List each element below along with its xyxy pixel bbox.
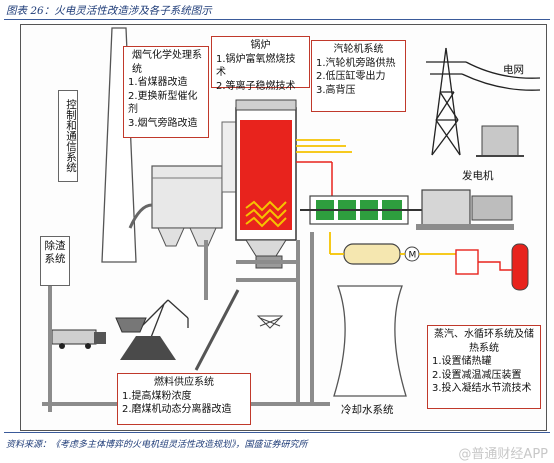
heat-exchanger xyxy=(245,200,287,228)
storage-line xyxy=(478,261,512,271)
flue-duct xyxy=(128,203,153,229)
boiler-item-1: 1.锅炉富氧燃烧技术 xyxy=(216,53,296,79)
flue-item-2: 2.更换新型催化剂 xyxy=(128,90,198,116)
flue-item-3: 3.烟气旁路改造 xyxy=(128,117,198,129)
furnace-top xyxy=(235,99,297,111)
source-rule xyxy=(4,432,550,433)
coal-pile xyxy=(120,336,176,360)
steam-item-1: 1.设置储热罐 xyxy=(432,356,492,367)
boiler-duct xyxy=(221,121,237,193)
hot-lines xyxy=(296,161,333,196)
boiler-item-2: 2.等离子稳燃技术 xyxy=(216,80,296,92)
crane-hopper xyxy=(115,317,147,333)
slag-removal-label: 除渣系统 xyxy=(40,236,70,286)
boiler-box: 锅炉 1.锅炉富氧燃烧技术 2.等离子稳燃技术 xyxy=(211,36,310,92)
turbine-system-box: 汽轮机系统 1.汽轮机旁路供热 2.低压缸零出力 3.高背压 xyxy=(311,40,406,112)
fuel-supply-box: 燃料供应系统 1.提高煤粉浓度 2.磨煤机动态分离器改造 xyxy=(117,373,251,425)
turbine-item-2: 2.低压缸零出力 xyxy=(316,71,386,82)
condenser xyxy=(343,243,401,265)
precipitator xyxy=(151,165,223,229)
precipitator-hopper-left xyxy=(157,227,185,247)
storage-tank xyxy=(511,243,529,291)
turbine xyxy=(300,195,422,225)
flue-item-1: 1.省煤器改造 xyxy=(128,77,188,88)
exciter xyxy=(471,195,513,221)
fuel-item-2: 2.磨煤机动态分离器改造 xyxy=(122,404,232,415)
steam-item-2: 2.设置减温减压装置 xyxy=(432,369,522,381)
turbine-item-1: 1.汽轮机旁路供热 xyxy=(316,57,396,69)
grid-label: 电网 xyxy=(503,64,524,76)
transformer xyxy=(481,125,519,157)
flue-gas-treatment-box: 烟气化学处理系统 1.省煤器改造 2.更换新型催化剂 3.烟气旁路改造 xyxy=(123,46,209,138)
fuel-item-1: 1.提高煤粉浓度 xyxy=(122,390,192,402)
boiler-title: 锅炉 xyxy=(250,40,271,51)
flue-gas-treatment-title: 烟气化学处理系统 xyxy=(132,50,202,75)
control-communication-label: 控制和通信系统 xyxy=(58,90,78,182)
precipitator-hopper-right xyxy=(189,227,217,247)
heater xyxy=(455,249,479,275)
cooling-tower xyxy=(333,285,407,397)
pump-m-letter: M xyxy=(409,251,417,261)
turbine-title: 汽轮机系统 xyxy=(333,44,384,55)
steam-title: 蒸汽、水循环系统及储热系统 xyxy=(434,329,534,354)
generator-label: 发电机 xyxy=(462,170,494,182)
title-rule xyxy=(4,19,550,20)
transmission-tower xyxy=(426,47,541,156)
generator-body xyxy=(421,189,471,227)
turbine-item-3: 3.高背压 xyxy=(316,84,356,96)
generator-base xyxy=(416,224,514,230)
cooling-water-label: 冷却水系统 xyxy=(341,404,394,416)
coal-truck-cab xyxy=(94,332,106,344)
steam-item-3: 3.投入凝结水节流技术 xyxy=(432,383,532,394)
slag-removal-text: 除渣系统 xyxy=(44,240,66,265)
coal-truck-body xyxy=(51,329,97,345)
watermark: @普通财经APP xyxy=(458,447,548,462)
source-note: 资料来源：《考虑多主体博弈的火电机组灵活性改造规划》，国盛证券研究所 xyxy=(6,440,308,450)
conveyor xyxy=(194,289,240,371)
fuel-title: 燃料供应系统 xyxy=(154,377,214,388)
control-communication-text: 控制和通信系统 xyxy=(65,99,77,173)
boiler-ash-hopper xyxy=(245,239,287,257)
figure-title: 图表 26：火电灵活性改造涉及各子系统图示 xyxy=(6,5,212,17)
steam-water-storage-box: 蒸汽、水循环系统及储热系统 1.设置储热罐 2.设置减温减压装置 3.投入凝结水… xyxy=(427,325,541,409)
steam-lines xyxy=(296,139,352,153)
